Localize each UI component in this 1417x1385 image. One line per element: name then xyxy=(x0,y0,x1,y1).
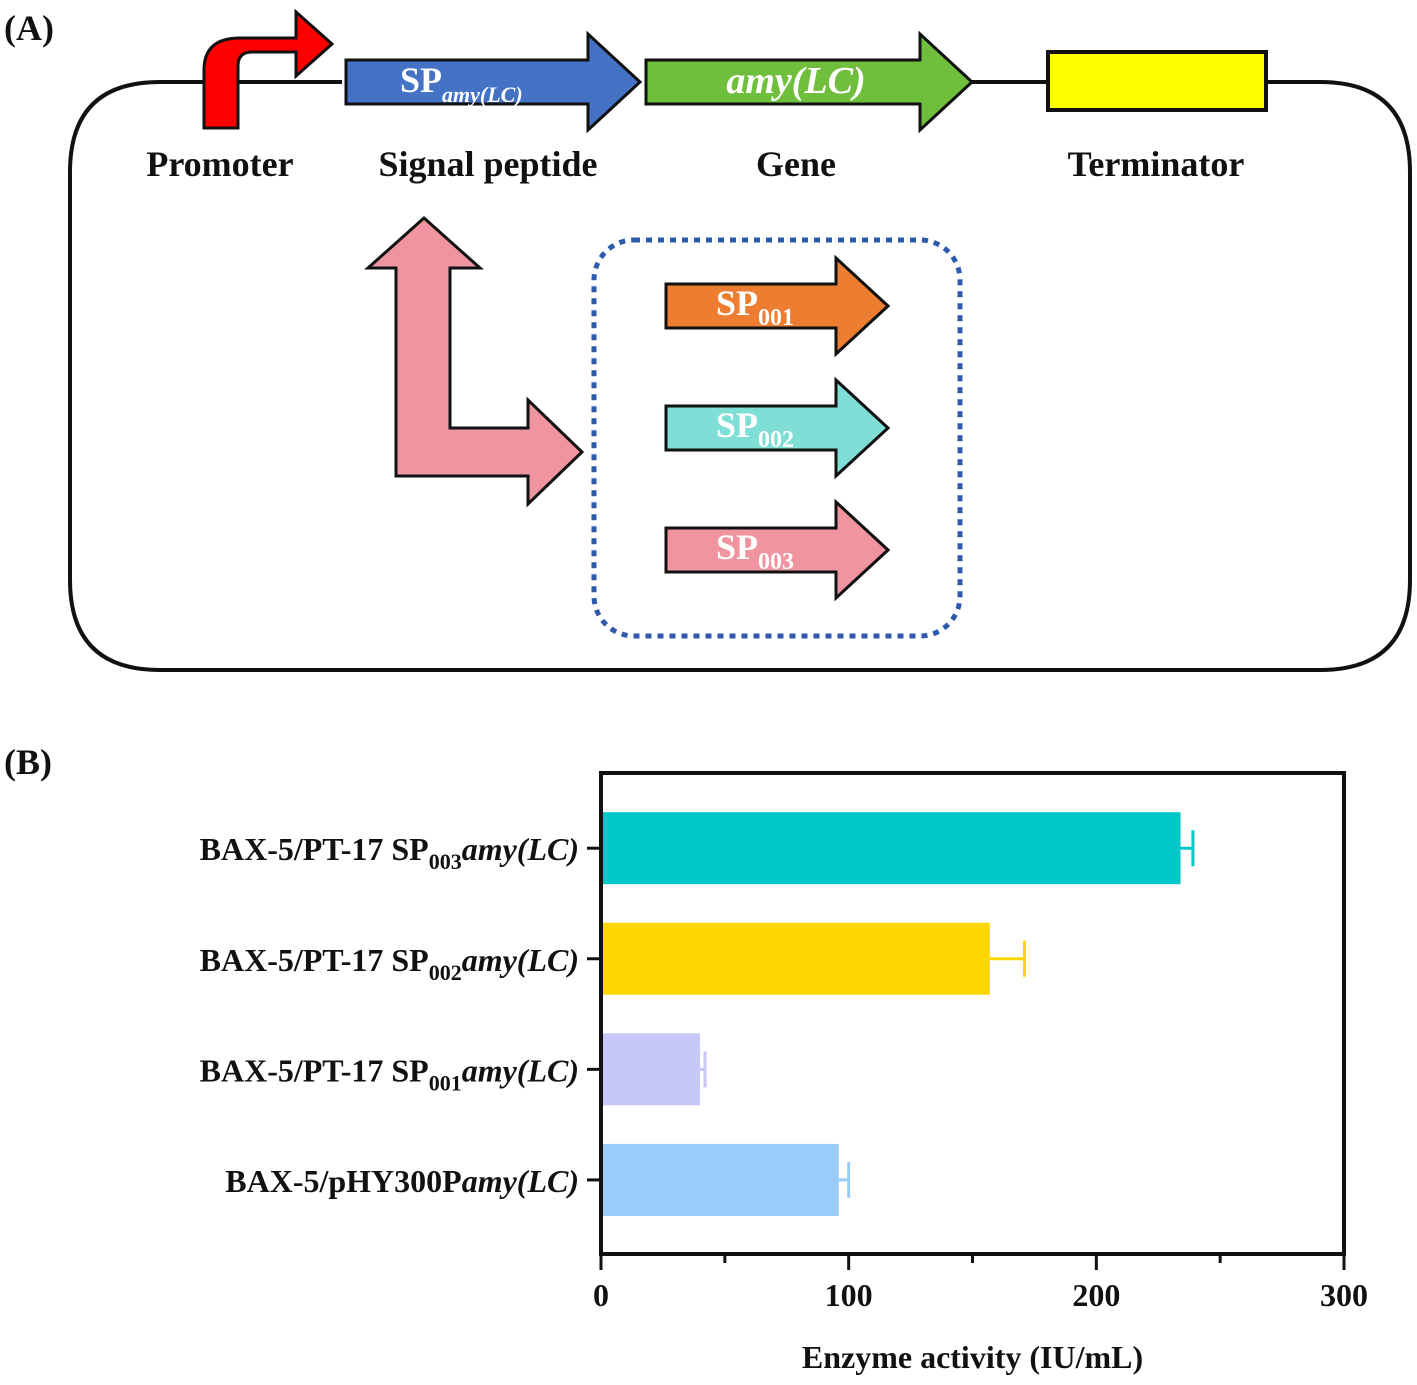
x-tick-label: 0 xyxy=(593,1277,609,1313)
terminator-box xyxy=(1046,50,1268,112)
y-tick-label: BAX-5/pHY300Pamy(LC) xyxy=(225,1163,579,1199)
x-axis-label: Enzyme activity (IU/mL) xyxy=(802,1339,1143,1375)
gene-arrow xyxy=(644,30,975,134)
gene-arrow-label: amy(LC) xyxy=(726,60,865,102)
y-tick-label: BAX-5/PT-17 SP001amy(LC) xyxy=(200,1052,579,1095)
error-bar-control xyxy=(838,1161,851,1198)
terminator-label: Terminator xyxy=(1068,144,1245,184)
replacement-arrows: SP001 SP002 SP003 xyxy=(664,254,891,602)
sp001-arrow: SP001 xyxy=(664,254,891,358)
bar-002 xyxy=(601,922,990,995)
error-bar-002 xyxy=(989,940,1027,977)
bar-003 xyxy=(601,812,1181,885)
bar-chart: BAX-5/PT-17 SP003amy(LC) BAX-5/PT-17 SP00… xyxy=(200,771,1368,1375)
replacement-box xyxy=(591,237,963,639)
x-tick-label: 100 xyxy=(825,1277,873,1313)
signal-peptide-arrow-label: SPamy(LC) xyxy=(400,60,523,107)
sp002-label: SP002 xyxy=(716,405,794,453)
gene-label: Gene xyxy=(756,144,836,184)
sp001-label: SP001 xyxy=(716,283,794,331)
panel-b-label: (B) xyxy=(4,742,52,782)
swap-arrow xyxy=(364,215,585,508)
error-bar-003 xyxy=(1180,830,1195,867)
promoter-label: Promoter xyxy=(146,144,293,184)
x-tick-label: 200 xyxy=(1072,1277,1120,1313)
y-tick-label: BAX-5/PT-17 SP003amy(LC) xyxy=(200,831,579,874)
sp002-arrow: SP002 xyxy=(664,376,891,480)
x-tick-label: 300 xyxy=(1320,1277,1368,1313)
bar-001 xyxy=(601,1033,701,1106)
signal-peptide-arrow xyxy=(344,30,643,134)
sp003-label: SP003 xyxy=(716,527,794,575)
promoter-arrow xyxy=(202,8,335,130)
bar-control xyxy=(601,1143,839,1216)
plasmid-outline xyxy=(68,80,1412,672)
y-tick-label: BAX-5/PT-17 SP002amy(LC) xyxy=(200,942,579,985)
sp003-arrow: SP003 xyxy=(664,498,891,602)
signal-peptide-label: Signal peptide xyxy=(378,144,597,184)
panel-a-label: (A) xyxy=(4,8,54,48)
error-bar-001 xyxy=(700,1051,707,1088)
